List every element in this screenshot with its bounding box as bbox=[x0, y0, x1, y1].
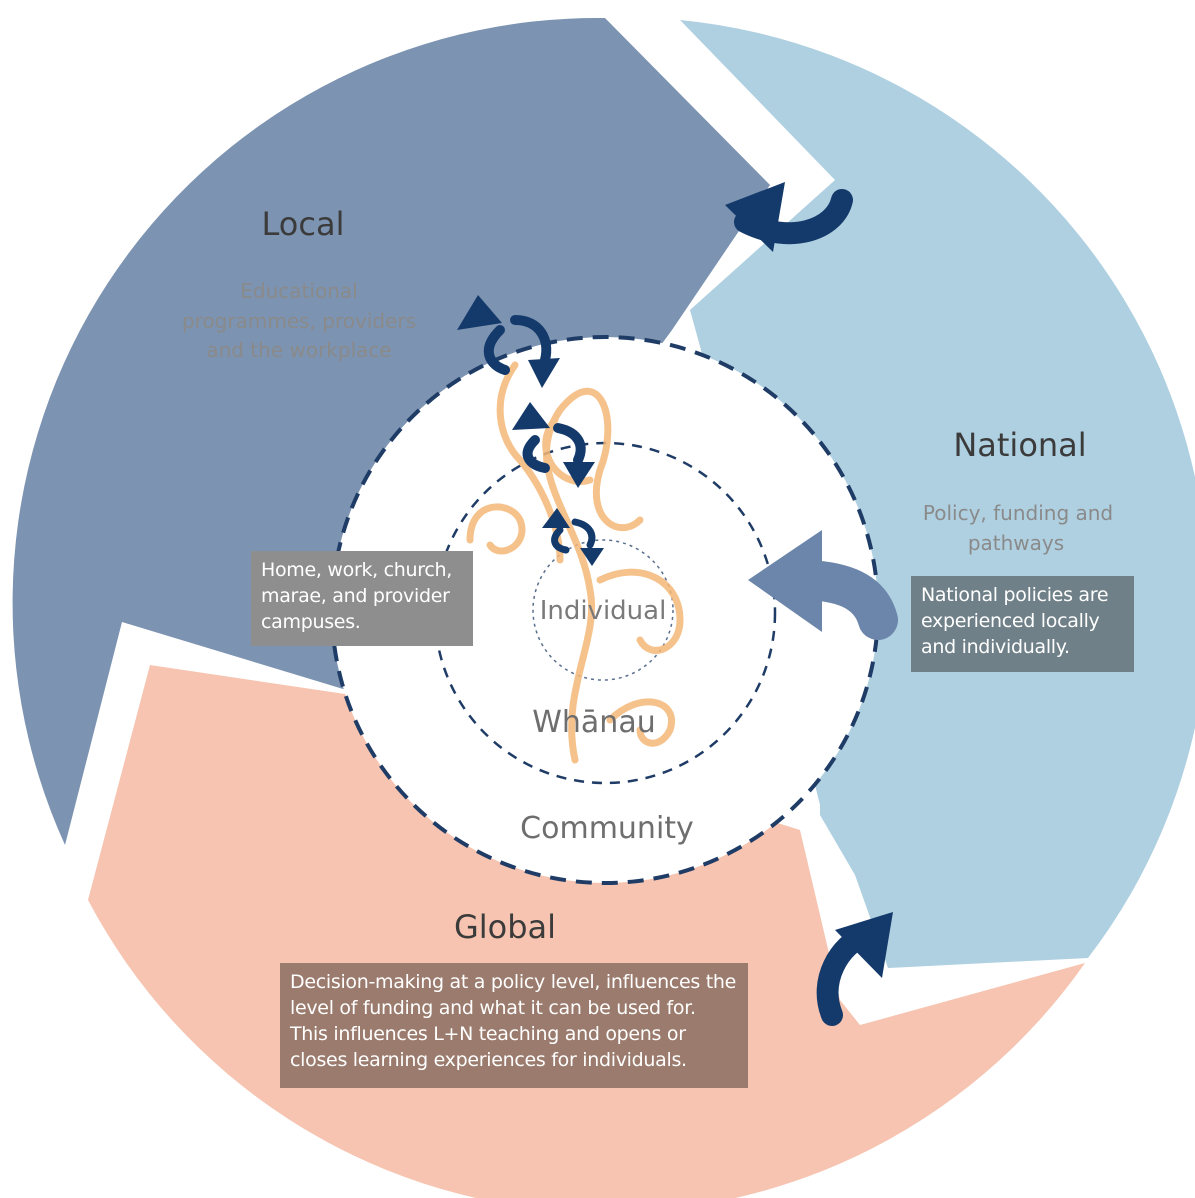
local-subtitle-line-2: programmes, providers bbox=[182, 309, 416, 333]
local-segment bbox=[12, 17, 770, 845]
local-info-box: Home, work, church, marae, and provider … bbox=[251, 551, 473, 646]
global-title: Global bbox=[454, 908, 556, 946]
koru-decoration bbox=[466, 361, 684, 764]
arrow-national-to-center bbox=[748, 530, 898, 640]
double-arrow-middle bbox=[512, 402, 595, 488]
national-title: National bbox=[953, 426, 1086, 464]
national-subtitle-line-2: pathways bbox=[968, 531, 1064, 555]
local-subtitle-line-3: and the workplace bbox=[206, 338, 391, 362]
arrow-global-to-national bbox=[816, 912, 893, 1026]
local-subtitle-line-1: Educational bbox=[240, 279, 357, 303]
double-arrow-inner bbox=[542, 508, 604, 566]
national-info-box: National policies are experienced locall… bbox=[911, 576, 1134, 672]
national-subtitle-line-1: Policy, funding and bbox=[923, 501, 1113, 525]
arrow-national-to-local bbox=[725, 182, 853, 252]
whanau-label: Whānau bbox=[532, 705, 655, 740]
individual-circle bbox=[532, 539, 674, 681]
individual-label: Individual bbox=[540, 596, 667, 626]
community-label: Community bbox=[520, 811, 694, 846]
global-info-box: Decision-making at a policy level, influ… bbox=[280, 963, 748, 1088]
local-title: Local bbox=[262, 205, 345, 243]
double-arrow-outer bbox=[457, 295, 560, 388]
